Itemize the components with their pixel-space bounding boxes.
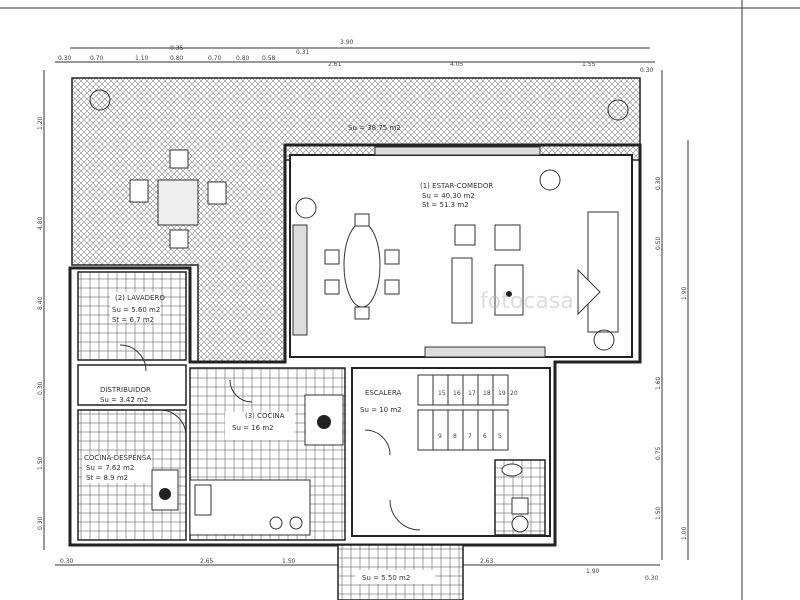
stair-step-number: 9 bbox=[438, 433, 442, 440]
right-dim: 0.50 bbox=[655, 236, 662, 250]
stair-step-number: 16 bbox=[453, 390, 461, 397]
dormitorio-area2: St = 8.9 m2 bbox=[86, 474, 128, 482]
distribuidor-name: DISTRIBUIDOR bbox=[100, 386, 151, 394]
lavadero-area: Su = 5.60 m2 bbox=[112, 306, 160, 314]
stair-step-number: 20 bbox=[510, 390, 518, 397]
door-swings bbox=[119, 344, 421, 531]
escalera-name: ESCALERA bbox=[365, 389, 401, 397]
aseo-room bbox=[494, 459, 546, 536]
right-dim: 1.50 bbox=[655, 506, 662, 520]
distribuidor-area: Su = 3.42 m2 bbox=[100, 396, 148, 404]
top-dim: 0.35 bbox=[170, 45, 184, 52]
left-dim: 8.40 bbox=[37, 296, 44, 310]
top-dim: 1.10 bbox=[135, 55, 149, 62]
cocina-area: Su = 16 m2 bbox=[232, 424, 274, 432]
top-dim: 0.30 bbox=[640, 67, 654, 74]
cocina-name: (3) COCINA bbox=[245, 412, 285, 420]
stair-step-number: 5 bbox=[498, 433, 502, 440]
plant-icons bbox=[89, 89, 629, 351]
cocina-table bbox=[304, 394, 344, 446]
top-dim: 0.30 bbox=[58, 55, 72, 62]
stair-step-number: 15 bbox=[438, 390, 446, 397]
lavadero-name: (2) LAVADERO bbox=[115, 294, 165, 302]
right-dim: 0.30 bbox=[655, 176, 662, 190]
top-dim: 2.61 bbox=[328, 61, 342, 68]
entrada-area-label: Su = 5.50 m2 bbox=[362, 574, 410, 582]
top-dim: 0.70 bbox=[208, 55, 222, 62]
window-north bbox=[374, 146, 541, 156]
dormitorio-area: Su = 7.62 m2 bbox=[86, 464, 134, 472]
dining-set bbox=[324, 213, 400, 320]
bottom-dim: 2.63 bbox=[480, 558, 494, 565]
fireplace bbox=[577, 211, 619, 333]
top-dim-total: 3.90 bbox=[340, 39, 354, 46]
left-dimensions: 1.20 4.80 8.40 0.30 1.50 0.30 bbox=[37, 70, 45, 550]
bottom-dim: 1.50 bbox=[282, 558, 296, 565]
window-south bbox=[424, 346, 546, 358]
stair-step-number: 6 bbox=[483, 433, 487, 440]
stair-step-number: 8 bbox=[453, 433, 457, 440]
building-outline bbox=[68, 143, 642, 547]
estar-name: (1) ESTAR-COMEDOR bbox=[420, 182, 493, 190]
lavadero-room bbox=[77, 271, 187, 361]
left-dim: 0.30 bbox=[37, 516, 44, 530]
sofa-set bbox=[451, 224, 524, 324]
porche-area-label: Su = 38.75 m2 bbox=[348, 124, 401, 132]
bottom-dim: 0.30 bbox=[645, 575, 659, 582]
top-dim: 1.55 bbox=[582, 61, 596, 68]
top-dim: 0.80 bbox=[236, 55, 250, 62]
bottom-dim: 2.65 bbox=[200, 558, 214, 565]
porche-table bbox=[129, 149, 227, 249]
top-dimensions: 3.90 0.30 0.70 1.10 0.80 0.70 0.80 0.58 … bbox=[55, 39, 655, 74]
left-dim: 1.20 bbox=[37, 116, 44, 130]
watermark-text: fotocasa bbox=[480, 289, 574, 314]
right-dim: 1.60 bbox=[655, 376, 662, 390]
stair-step-number: 17 bbox=[468, 390, 476, 397]
kitchen-counter bbox=[189, 479, 311, 536]
distribuidor-room bbox=[77, 364, 187, 406]
bottom-dim: 0.30 bbox=[60, 558, 74, 565]
right-dimensions: 0.30 0.50 1.90 1.60 0.75 1.50 1.00 bbox=[655, 70, 689, 560]
top-dim: 0.70 bbox=[90, 55, 104, 62]
left-dim: 1.50 bbox=[37, 456, 44, 470]
stair-numbers: 15 16 17 18 19 20 9 8 7 6 5 bbox=[438, 390, 518, 440]
top-dim: 0.58 bbox=[262, 55, 276, 62]
bottom-dim: 1.90 bbox=[586, 568, 600, 575]
right-dim: 1.00 bbox=[681, 526, 688, 540]
escalera-area: Su = 10 m2 bbox=[360, 406, 402, 414]
dormitorio-name: COCINA-DESPENSA bbox=[84, 454, 151, 462]
dormitorio-table bbox=[151, 469, 179, 511]
top-dim: 0.80 bbox=[170, 55, 184, 62]
stair-step-number: 7 bbox=[468, 433, 472, 440]
staircase bbox=[417, 374, 509, 451]
top-dim: 4.05 bbox=[450, 61, 464, 68]
left-dim: 4.80 bbox=[37, 216, 44, 230]
top-dim: 0.31 bbox=[296, 49, 310, 56]
stair-step-number: 19 bbox=[498, 390, 506, 397]
right-dim: 0.75 bbox=[655, 446, 662, 460]
estar-area2: St = 51.3 m2 bbox=[422, 201, 469, 209]
lavadero-area2: St = 6.7 m2 bbox=[112, 316, 154, 324]
window-west bbox=[292, 224, 308, 336]
estar-area: Su = 40.30 m2 bbox=[422, 192, 475, 200]
stair-step-number: 18 bbox=[483, 390, 491, 397]
left-dim: 0.30 bbox=[37, 381, 44, 395]
right-dim: 1.90 bbox=[681, 286, 688, 300]
